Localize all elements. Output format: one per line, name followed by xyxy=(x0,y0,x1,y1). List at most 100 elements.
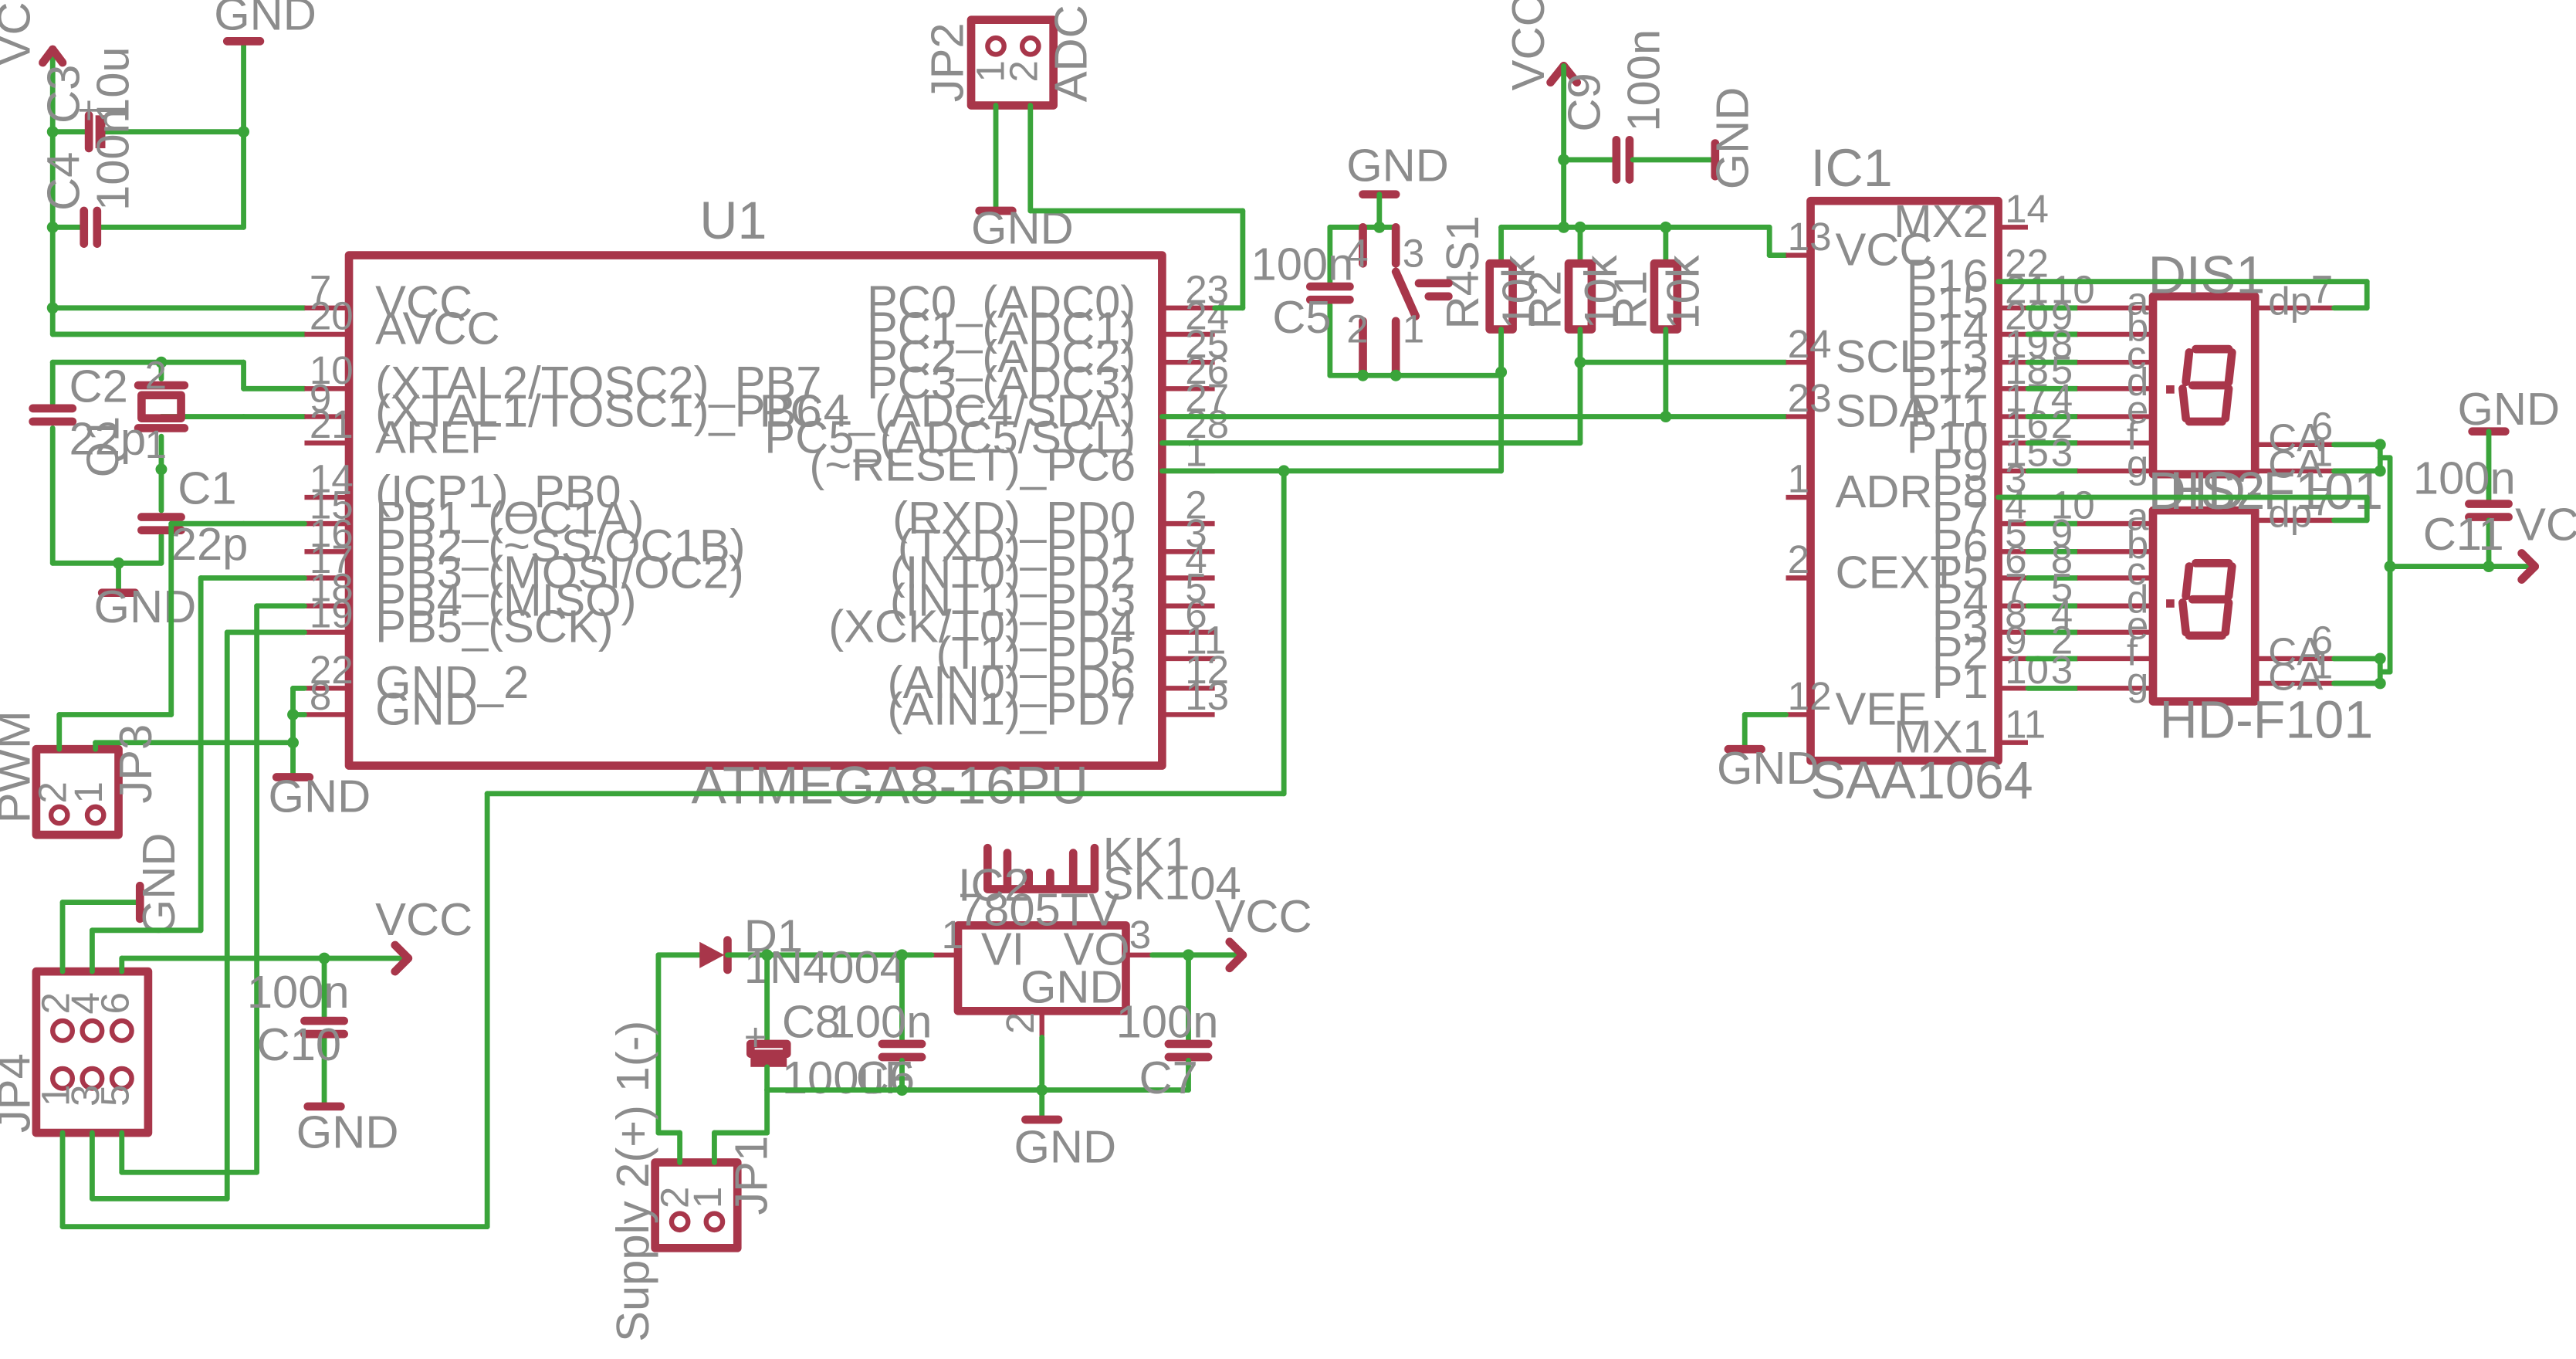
c4-value: 100n xyxy=(86,108,138,211)
segment-mark xyxy=(2224,562,2236,601)
u1-pin-name: PB2_(~SS/OC1B) xyxy=(375,520,745,571)
ic1-pin-name: SDA xyxy=(1835,385,1930,436)
c1-value: 22p xyxy=(171,518,249,570)
svg-text:2: 2 xyxy=(998,1012,1042,1034)
u1-pin-name: (ICP1)_PB0 xyxy=(375,466,621,517)
u1-pin-number: 7 xyxy=(310,267,331,311)
gnd-jp4-label: GND xyxy=(133,833,184,936)
u1-name: U1 xyxy=(699,191,767,250)
c11-decoupling: GND 100n C11 xyxy=(2413,383,2560,569)
u1-pin-name: (T1)_PD5 xyxy=(936,627,1136,679)
display-pin-number: 4 xyxy=(2051,591,2073,635)
jp4-name: JP4 xyxy=(0,1053,39,1133)
c6-name: C6 xyxy=(856,1052,915,1103)
decoupling-c3-c4: + VCC GND C3 10u C4 100n xyxy=(0,0,316,316)
ic1-pin-number: 2 xyxy=(1788,537,1809,581)
u1-pin-name: (TXD)_PD1 xyxy=(898,520,1136,571)
ic1-pin-name: P15 xyxy=(1907,276,1989,328)
u1-pin-number: 28 xyxy=(1185,402,1229,446)
ic1-pin-number: 11 xyxy=(2005,702,2046,746)
c2-name: C2 xyxy=(69,360,128,412)
ic1-pin-name: P7 xyxy=(1932,492,1989,544)
c7-name: C7 xyxy=(1139,1052,1198,1103)
u1-pin-name: (AIN1)_PD7 xyxy=(887,683,1136,734)
display-pin-name: a xyxy=(2127,495,2149,539)
display-pin-name: b xyxy=(2127,523,2148,567)
c4-name: C4 xyxy=(37,152,89,211)
jp2-adc-header: 1 2 JP2 ADC GND xyxy=(921,5,1246,311)
display-pin-name: CA xyxy=(2268,415,2324,459)
u1-pin-number: 3 xyxy=(1185,511,1207,555)
vcc-jp4-label: VCC xyxy=(375,893,472,945)
ic1-pin-name: P10 xyxy=(1907,411,1989,463)
u1-pin-number: 14 xyxy=(310,457,354,501)
u1-pin-number: 6 xyxy=(1185,591,1207,635)
u1-pin-number: 11 xyxy=(1185,618,1226,663)
u1-pin-name: PB1_(OC1A) xyxy=(375,492,644,544)
ic1-pin-number: 19 xyxy=(2005,322,2049,366)
u1-pin-number: 12 xyxy=(1185,648,1229,692)
vcc-top-label: VCC xyxy=(1502,0,1554,90)
display-pin-number: 3 xyxy=(2051,648,2073,692)
ic1-pin-name: MX2 xyxy=(1894,195,1989,247)
svg-text:2: 2 xyxy=(145,353,167,397)
svg-text:2: 2 xyxy=(1001,60,1045,82)
ic1-pin-number: 7 xyxy=(2005,565,2026,609)
u1-pin-name: PC2_(ADC2) xyxy=(867,330,1136,382)
display-pin-name: a xyxy=(2127,279,2149,323)
ic1-pin-name: P4 xyxy=(1932,574,1989,626)
u1-pin-name: PB3_(MOSI/OC2) xyxy=(375,546,744,598)
display-pin-number: 10 xyxy=(2051,267,2095,311)
display-pin-number: 5 xyxy=(2051,565,2073,609)
gnd-crystal-label: GND xyxy=(94,581,197,632)
crystal-section: GND C2 22p Q1 2 1 C1 22p xyxy=(29,353,307,632)
ic1-pin-number: 1 xyxy=(1788,457,1809,501)
ic1-pin-number: 9 xyxy=(2005,618,2026,663)
svg-text:3: 3 xyxy=(1403,231,1424,275)
display-pin-name: e xyxy=(2127,388,2148,432)
display-pin-name: f xyxy=(2127,414,2138,458)
segment-mark xyxy=(2221,598,2233,637)
ic1-pin-name: P1 xyxy=(1932,656,1989,708)
ic2-name: IC2 xyxy=(958,859,1030,910)
seven-segment-digit-icon xyxy=(2166,558,2236,640)
display-pin-number: 1 xyxy=(2311,643,2333,687)
ic1-pin-number: 18 xyxy=(2005,348,2049,392)
ic1-pin-number: 5 xyxy=(2005,511,2026,555)
segment-mark xyxy=(2178,384,2190,422)
u1-pin-number: 24 xyxy=(1185,294,1229,338)
display-pin-number: 9 xyxy=(2051,511,2073,555)
q1-name: Q1 xyxy=(77,416,129,478)
svg-text:5: 5 xyxy=(93,1085,137,1107)
u1-pin-number: 16 xyxy=(310,511,354,555)
u1-value: ATMEGA8-16PU xyxy=(692,757,1088,815)
segment-mark xyxy=(2178,598,2190,637)
ic1-pin-name: P8 xyxy=(1932,466,1989,517)
display-pin-number: 6 xyxy=(2311,618,2333,663)
u1-pin-number: 27 xyxy=(1185,376,1229,420)
u1-pin-name: AVCC xyxy=(375,303,499,354)
ic1-pin-name: P3 xyxy=(1932,601,1989,652)
display-pin-number: 5 xyxy=(2051,348,2073,392)
svg-text:1: 1 xyxy=(969,60,1013,82)
decimal-point-mark xyxy=(2166,385,2175,394)
u1-pin-number: 15 xyxy=(310,483,354,527)
ic1-pin-name: P9 xyxy=(1932,439,1989,491)
svg-text:2: 2 xyxy=(34,992,78,1014)
display-pin-name: d xyxy=(2127,360,2148,404)
gnd-c10-label: GND xyxy=(296,1106,399,1157)
u1-pin-name: PC0_(ADC0) xyxy=(867,276,1136,328)
svg-text:1: 1 xyxy=(685,1187,729,1208)
vcc-c11-label: VCC xyxy=(2515,498,2576,550)
svg-text:2: 2 xyxy=(652,1187,696,1208)
ic1-pin-number: 22 xyxy=(2005,241,2049,285)
display-pin-name: g xyxy=(2127,442,2148,486)
svg-text:4: 4 xyxy=(63,992,107,1014)
c11-name: C11 xyxy=(2423,508,2504,560)
reg-vo: VO xyxy=(1063,924,1129,975)
